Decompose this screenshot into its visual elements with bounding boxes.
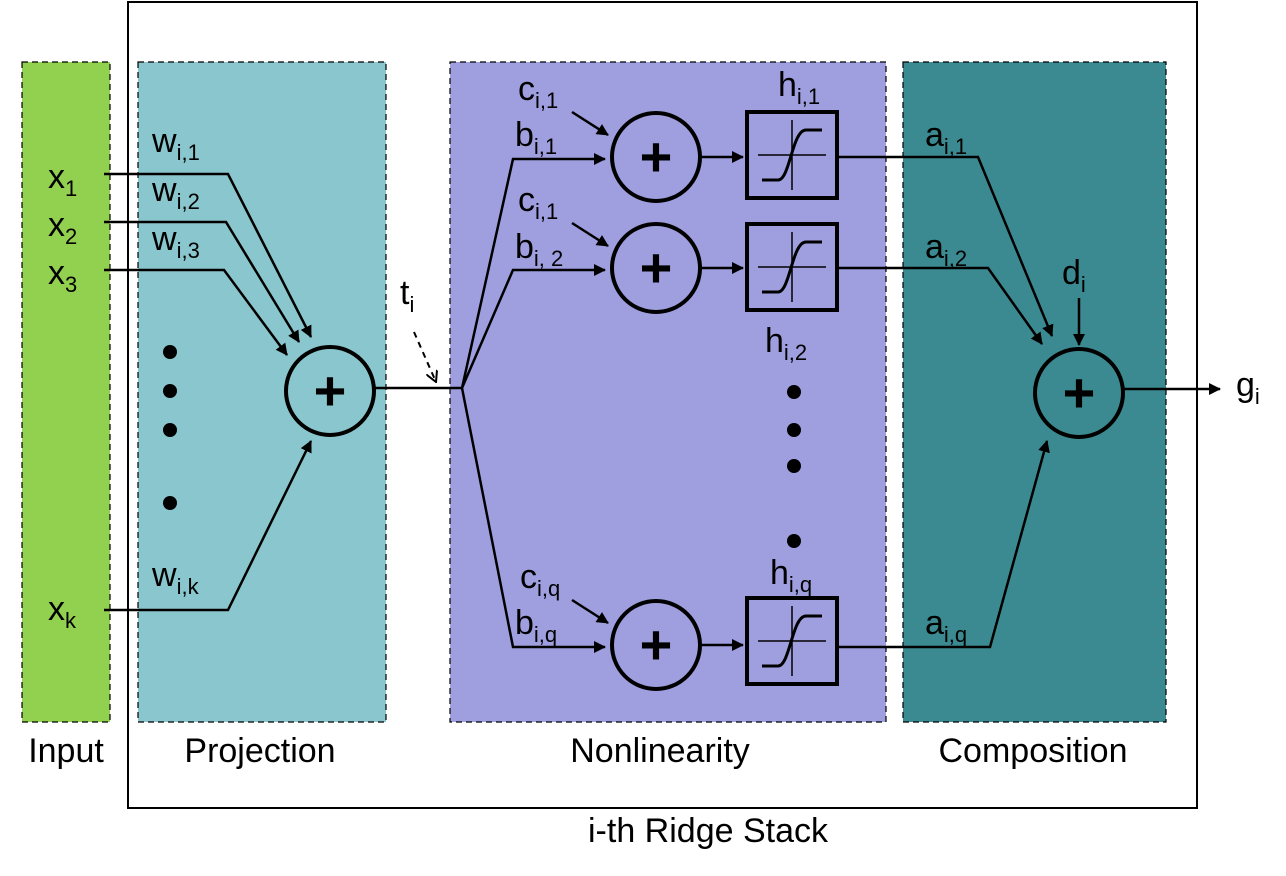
- weight-w3-label: wi,3: [151, 220, 200, 263]
- ellipsis-dot: [163, 384, 177, 398]
- branch-unit2: [460, 264, 606, 389]
- unit2-c-label: ci,1: [518, 181, 558, 224]
- input-panel: [21, 61, 111, 723]
- unit1-sigmoid-icon: [762, 128, 822, 182]
- projection-adder-plus: +: [314, 359, 347, 422]
- projection-panel: [137, 61, 387, 723]
- ellipsis-dot: [787, 534, 801, 548]
- input-section-label: Input: [28, 732, 104, 770]
- input-x3-label: x3: [48, 254, 77, 297]
- unit2-b-label: bi, 2: [515, 228, 563, 271]
- output-g-label: gi: [1236, 366, 1260, 409]
- unitq-c-label: ci,q: [520, 558, 560, 601]
- unit1-a-label: ai,1: [925, 116, 967, 159]
- unit1-output-wire: [837, 155, 1054, 337]
- ellipsis-dot: [163, 496, 177, 510]
- nonlinearity-section-label: Nonlinearity: [570, 732, 750, 770]
- t-pointer-dashed-arrow: [413, 331, 436, 382]
- ellipsis-dot: [787, 423, 801, 437]
- unit2-sigmoid-icon: [762, 240, 822, 294]
- input-x1-label: x1: [48, 158, 77, 201]
- unit1-activation-box: [745, 110, 839, 200]
- unit1-c-label: ci,1: [518, 70, 558, 113]
- composition-section-label: Composition: [939, 732, 1128, 770]
- unit1-adder-plus: +: [640, 125, 673, 188]
- weight-w2-label: wi,2: [151, 171, 200, 214]
- input-x2-label: x2: [48, 206, 77, 249]
- ellipsis-dot: [163, 423, 177, 437]
- unitq-h-label: hi,q: [770, 554, 812, 597]
- bias-d-label: di: [1062, 254, 1086, 297]
- unit1-h-label: hi,1: [778, 66, 820, 109]
- unitq-a-label: ai,q: [925, 604, 967, 647]
- wire-x1: [104, 172, 313, 338]
- unitq-b-label: bi,q: [515, 604, 557, 647]
- composition-adder-plus: +: [1063, 361, 1096, 424]
- unitq-adder-plus: +: [640, 613, 673, 676]
- stack-title: i-th Ridge Stack: [588, 812, 829, 850]
- projection-section-label: Projection: [184, 732, 335, 770]
- weight-w1-label: wi,1: [151, 122, 200, 165]
- unit2-c-arrow: [571, 221, 609, 248]
- unit2-adder-plus: +: [640, 236, 673, 299]
- input-xk-label: xk: [48, 590, 77, 633]
- composition-adder: [1033, 347, 1125, 439]
- wire-x3: [104, 268, 289, 356]
- unit2-h-label: hi,2: [765, 322, 807, 365]
- branch-unit1: [460, 153, 606, 389]
- nonlinearity-panel: [449, 61, 887, 723]
- weight-wk-label: wi,k: [151, 556, 200, 599]
- unit2-output-wire: [837, 266, 1044, 345]
- wire-x2: [104, 220, 301, 343]
- ellipsis-dot: [787, 459, 801, 473]
- ellipsis-dot: [163, 345, 177, 359]
- unitq-activation-box: [745, 596, 839, 686]
- unitq-sigmoid-icon: [762, 614, 822, 668]
- wire-xk: [104, 440, 313, 612]
- projection-adder: [284, 345, 376, 437]
- projection-output-t-label: ti: [400, 274, 414, 317]
- ridge-stack-frame: [127, 1, 1198, 809]
- unitq-output-wire: [837, 440, 1050, 649]
- unit1-c-arrow: [571, 110, 609, 137]
- ellipsis-dot: [787, 385, 801, 399]
- unitq-c-arrow: [571, 598, 609, 625]
- unit2-a-label: ai,2: [925, 228, 967, 271]
- branch-unitq: [460, 387, 606, 653]
- unit1-b-label: bi,1: [515, 116, 557, 159]
